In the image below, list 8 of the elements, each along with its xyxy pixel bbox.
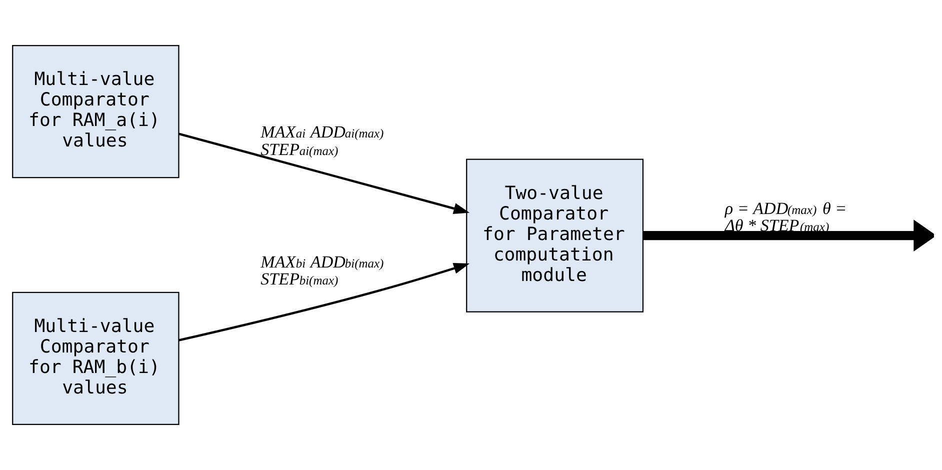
- arrow: [643, 220, 934, 252]
- node-box: Multi-value Comparator for RAM_b(i) values: [12, 292, 180, 426]
- arrow: [178, 132, 470, 214]
- arrow: [178, 262, 470, 342]
- edge-label: MAXai ADDai(max) STEPai(max): [260, 122, 384, 159]
- node-box: Two-value Comparator for Parameter computation module: [466, 158, 644, 312]
- edge-label: MAXbi ADDbi(max) STEPbi(max): [260, 252, 384, 288]
- node-box: Multi-value Comparator for RAM_a(i) values: [12, 44, 180, 178]
